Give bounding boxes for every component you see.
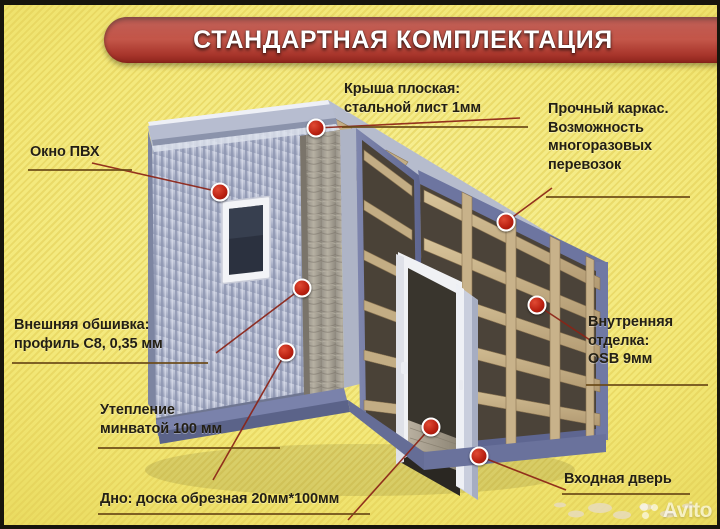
callout-frame: Прочный каркас. Возможность многоразовых… [548,101,669,173]
avito-logo-icon [639,502,660,520]
marker-roof[interactable] [306,118,326,138]
callout-floor: Дно: доска обрезная 20мм*100мм [100,491,340,507]
callout-roof-underline [342,126,528,128]
callout-cladding: Внешняя обшивка: профиль С8, 0,35 мм [14,317,163,352]
callout-roof: Крыша плоская: стальной лист 1мм [344,81,482,116]
marker-frame[interactable] [496,212,516,232]
marker-cladding[interactable] [292,278,312,298]
callout-insulation-underline [98,447,280,449]
marker-insulation[interactable] [276,342,296,362]
marker-interior[interactable] [527,295,547,315]
callout-interior-underline [586,384,708,386]
callout-cladding-underline [12,362,208,364]
banner-title: СТАНДАРТНАЯ КОМПЛЕКТАЦИЯ [193,25,613,54]
frame-edge-left [0,0,4,529]
callout-insulation: Утепление минватой 100 мм [100,402,223,437]
title-banner: СТАНДАРТНАЯ КОМПЛЕКТАЦИЯ [104,17,720,63]
marker-door[interactable] [469,446,489,466]
callout-interior: Внутренняя отделка: OSB 9мм [588,314,673,368]
callout-window-underline [28,169,132,171]
marker-window[interactable] [210,182,230,202]
callout-door-underline [562,493,690,495]
frame-edge-bottom [0,525,720,529]
callout-door: Входная дверь [564,471,672,487]
avito-watermark: Avito [639,499,713,523]
callout-frame-underline [546,196,690,198]
callout-floor-underline [98,513,370,515]
watermark-text: Avito [662,499,713,522]
marker-floor[interactable] [421,417,441,437]
frame-edge-right [717,0,720,529]
callout-window: Окно ПВХ [30,144,100,160]
frame-edge-top [0,0,720,5]
